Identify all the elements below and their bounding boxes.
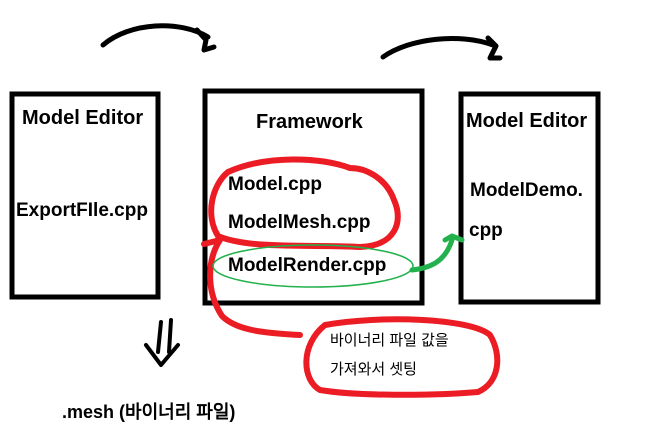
red-highlight-loop: [208, 156, 401, 250]
framework-file-modelmesh: ModelMesh.cpp: [228, 212, 371, 233]
framework-file-modelrender: ModelRender.cpp: [228, 255, 387, 276]
arrow-down-icon: [144, 318, 180, 367]
right-box: [458, 91, 601, 305]
callout-line-1: 바이너리 파일 값을: [330, 332, 449, 349]
arrow-left-to-framework: [100, 23, 217, 53]
output-mesh-label: .mesh (바이너리 파일): [62, 402, 236, 422]
framework-box: [202, 88, 425, 306]
left-box-title: Model Editor: [22, 107, 144, 129]
green-highlight-ellipse: [212, 244, 414, 288]
left-box: [9, 91, 161, 300]
arrow-framework-to-right: [380, 35, 503, 61]
green-arrow: [409, 233, 465, 273]
framework-title: Framework: [256, 111, 363, 133]
left-box-file: ExportFIle.cpp: [16, 200, 148, 221]
right-box-file-line1: ModelDemo.: [470, 180, 583, 201]
red-connector: [201, 237, 303, 338]
callout-line-2: 가져와서 셋팅: [330, 361, 417, 378]
right-box-file-line2: cpp: [469, 220, 503, 241]
callout-bubble: [303, 316, 501, 398]
framework-file-model: Model.cpp: [228, 174, 322, 195]
right-box-title: Model Editor: [466, 110, 588, 132]
